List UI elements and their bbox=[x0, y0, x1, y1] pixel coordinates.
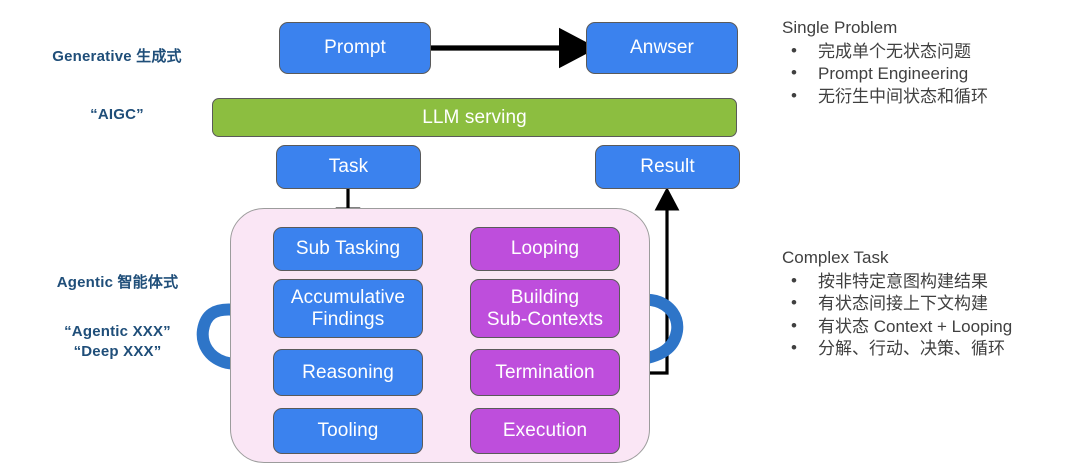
list-item: • 有状态间接上下文构建 bbox=[782, 293, 1080, 316]
list-item-label: 分解、行动、决策、循环 bbox=[818, 339, 1005, 359]
node-accumulative-findings[interactable]: Accumulative Findings bbox=[273, 279, 423, 338]
single-problem-list: • 完成单个无状态问题 • Prompt Engineering • 无衍生中间… bbox=[782, 41, 1080, 109]
node-result[interactable]: Result bbox=[595, 145, 740, 189]
list-item: • 完成单个无状态问题 bbox=[782, 41, 1080, 64]
annotation-single-problem: Single Problem • 完成单个无状态问题 • Prompt Engi… bbox=[782, 17, 1080, 108]
annotation-complex-task: Complex Task • 按非特定意图构建结果 • 有状态间接上下文构建 •… bbox=[782, 247, 1080, 361]
node-execution[interactable]: Execution bbox=[470, 408, 620, 454]
bullet-icon: • bbox=[791, 315, 797, 335]
list-item: • 无衍生中间状态和循环 bbox=[782, 86, 1080, 109]
list-item-label: Prompt Engineering bbox=[818, 64, 969, 84]
agentic-label-line2: “Agentic XXX” bbox=[64, 323, 171, 340]
bullet-icon: • bbox=[791, 338, 797, 358]
node-prompt[interactable]: Prompt bbox=[279, 22, 431, 74]
list-item-label: 完成单个无状态问题 bbox=[818, 41, 971, 61]
node-building-sub-contexts[interactable]: Building Sub-Contexts bbox=[470, 279, 620, 338]
node-anwser[interactable]: Anwser bbox=[586, 22, 738, 74]
list-item: • Prompt Engineering bbox=[782, 63, 1080, 86]
node-tooling[interactable]: Tooling bbox=[273, 408, 423, 454]
generative-section-label: Generative 生成式 bbox=[22, 46, 212, 69]
generative-label-line1: Generative 生成式 bbox=[52, 48, 182, 65]
list-item: • 按非特定意图构建结果 bbox=[782, 271, 1080, 294]
bullet-icon: • bbox=[791, 293, 797, 313]
list-item-label: 有状态 Context + Looping bbox=[818, 316, 1013, 336]
list-item: • 有状态 Context + Looping bbox=[782, 316, 1080, 339]
node-reasoning[interactable]: Reasoning bbox=[273, 349, 423, 396]
agentic-section-label: Agentic 智能体式 bbox=[20, 272, 215, 295]
agentic-label-line3: “Deep XXX” bbox=[73, 343, 162, 361]
list-item-label: 有状态间接上下文构建 bbox=[818, 294, 988, 314]
generative-label-line2: “AIGC” bbox=[90, 106, 144, 123]
bullet-icon: • bbox=[791, 40, 797, 60]
list-item-label: 按非特定意图构建结果 bbox=[818, 271, 988, 291]
agentic-section-sublabel: “Agentic XXX” “Deep XXX” bbox=[20, 322, 215, 363]
bullet-icon: • bbox=[791, 63, 797, 83]
node-looping[interactable]: Looping bbox=[470, 227, 620, 271]
generative-section-sublabel: “AIGC” bbox=[22, 104, 212, 127]
agentic-label-line1: Agentic 智能体式 bbox=[56, 274, 179, 291]
list-item-label: 无衍生中间状态和循环 bbox=[818, 86, 988, 106]
bullet-icon: • bbox=[791, 85, 797, 105]
single-problem-title: Single Problem bbox=[782, 18, 898, 37]
complex-task-list: • 按非特定意图构建结果 • 有状态间接上下文构建 • 有状态 Context … bbox=[782, 271, 1080, 361]
bullet-icon: • bbox=[791, 270, 797, 290]
node-llm-serving[interactable]: LLM serving bbox=[212, 98, 737, 137]
node-termination[interactable]: Termination bbox=[470, 349, 620, 396]
list-item: • 分解、行动、决策、循环 bbox=[782, 338, 1080, 361]
complex-task-title: Complex Task bbox=[782, 248, 889, 267]
node-sub-tasking[interactable]: Sub Tasking bbox=[273, 227, 423, 271]
node-task[interactable]: Task bbox=[276, 145, 421, 189]
